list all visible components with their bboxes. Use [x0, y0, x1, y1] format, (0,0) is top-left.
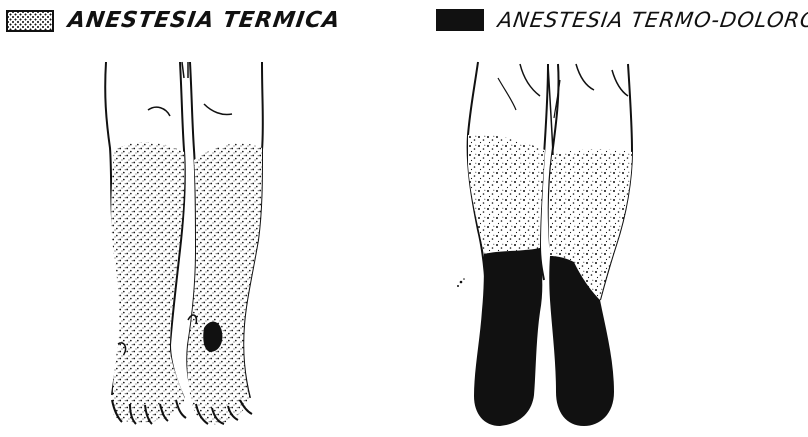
right-figure-leg-1 [468, 62, 548, 426]
left-figure-left-leg [187, 62, 263, 424]
left-figure-right-leg [105, 62, 186, 424]
left-figure-front-view [105, 62, 263, 424]
stray-marks [457, 278, 465, 287]
right-figure-black-area-1 [474, 248, 542, 426]
right-figure-rear-view [468, 62, 632, 426]
right-figure-leg-2 [549, 64, 632, 426]
left-figure-stipple-area-1 [111, 142, 186, 423]
